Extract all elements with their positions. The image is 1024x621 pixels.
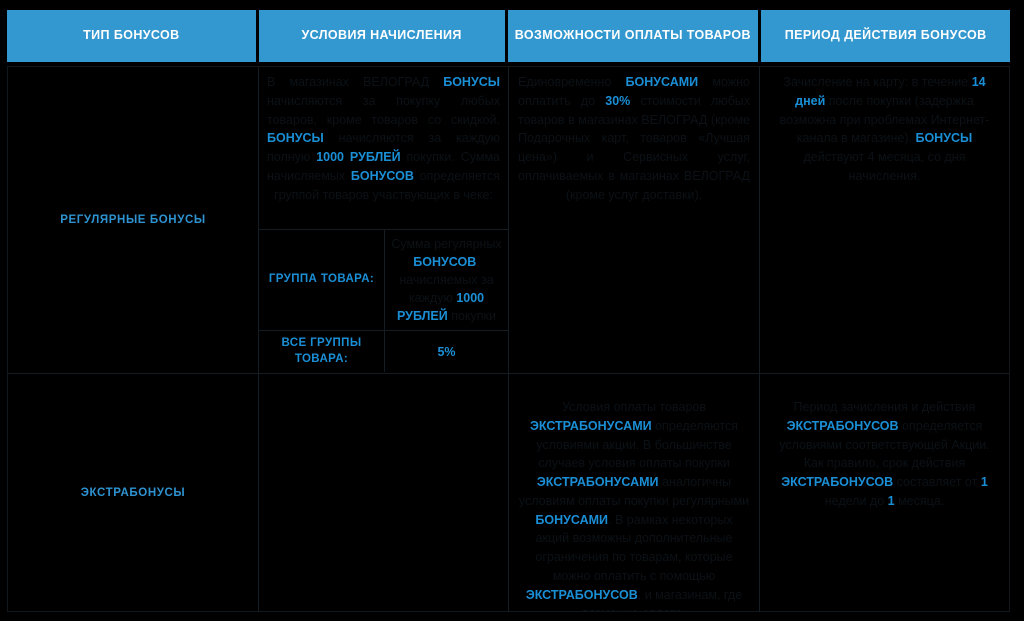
subtable-cell-all-groups-label: ВСЕ ГРУППЫ ТОВАРА: [259, 331, 385, 372]
column-header-accrual-conditions: УСЛОВИЯ НАЧИСЛЕНИЯ [258, 10, 505, 62]
column-header-validity-period: ПЕРИОД ДЕЙСТВИЯ БОНУСОВ [761, 10, 1010, 62]
payment-text-part-1: Единовременно [518, 75, 626, 89]
cell-bonus-type-extra: ЭКСТРАБОНУСЫ [8, 374, 259, 612]
accrual-text-part-5: определяется группой товаров участвующих… [274, 168, 501, 202]
cell-accrual-conditions-extra [259, 374, 509, 612]
accrual-text-part-3: начисляются за каждую полную [267, 131, 500, 164]
table-body: РЕГУЛЯРНЫЕ БОНУСЫ В магазинах ВЕЛОГРАД Б… [7, 66, 1010, 612]
row-label-regular-bonuses: РЕГУЛЯРНЫЕ БОНУСЫ [60, 214, 206, 226]
accrual-subtable: ГРУППА ТОВАРА: Сумма регулярных БОНУСОВ,… [259, 230, 508, 373]
column-header-bonus-type: ТИП БОНУСОВ [7, 10, 256, 62]
period-highlight-14-days: 14 дней [795, 75, 986, 108]
payment-highlight-30-percent: 30% [605, 93, 631, 108]
period-text-part-3: действуют 4 месяца, со дня начисления. [803, 150, 966, 183]
subtable-desc-part-1: Сумма регулярных [391, 236, 502, 251]
payment-extra-highlight-2: ЭКСТРАБОНУСАМИ [536, 475, 659, 489]
period-extra-text-part-4: недели до [824, 493, 888, 508]
accrual-text-part-4: покупки. Сумма начисляемых [267, 150, 500, 183]
payment-extra-text-part-5: , и магазинам, где возможна оплата. [582, 587, 743, 613]
period-extra-highlight-1: ЭКСТРАБОНУСОВ [786, 418, 899, 433]
subtable-data-row: ВСЕ ГРУППЫ ТОВАРА: 5% [259, 331, 508, 372]
period-extra-text-part-1: Период зачисления и действия [793, 400, 976, 414]
subtable-label-all-product-groups: ВСЕ ГРУППЫ ТОВАРА: [281, 336, 362, 365]
subtable-value-bonus-percentage: 5% [437, 344, 456, 359]
period-extra-text-part-2: определяется условиями соответствующей А… [779, 418, 990, 471]
payment-text-part-3: стоимости любых товаров в магазинах ВЕЛО… [518, 93, 751, 202]
period-extra-text-part-5: месяца. [894, 493, 945, 508]
accrual-intro-paragraph: В магазинах ВЕЛОГРАД БОНУСЫ начисляются … [267, 73, 500, 204]
accrual-text-part-2: начисляются за покупку любых товаров, кр… [267, 93, 500, 127]
payment-highlight-bonusami: БОНУСАМИ [625, 75, 699, 89]
payment-extra-text-part-3: аналогичны условиям оплаты покупки регул… [518, 475, 750, 508]
period-extra-highlight-month: 1 [887, 493, 895, 508]
subtable-cell-percentage-value: 5% [385, 331, 508, 372]
payment-text-part-2: можно оплатить до [518, 75, 750, 108]
subtable-cell-bonus-amount-header: Сумма регулярных БОНУСОВ, начисляемых за… [385, 230, 508, 330]
subtable-desc-part-3: покупки [447, 309, 496, 324]
payment-extra-highlight-3: БОНУСАМИ [535, 512, 609, 527]
period-paragraph-extra: Период зачисления и действия ЭКСТРАБОНУС… [769, 398, 1000, 511]
subtable-highlight-1000-rubles: 1000 РУБЛЕЙ [397, 291, 485, 324]
subtable-highlight-bonuses: БОНУСОВ [413, 254, 477, 269]
subtable-desc-part-2: , начисляемых за каждую [399, 254, 494, 306]
period-extra-highlight-2: ЭКСТРАБОНУСОВ [781, 475, 894, 489]
accrual-text-part-1: В магазинах ВЕЛОГРАД [267, 75, 444, 89]
period-highlight-bonuses: БОНУСЫ [915, 131, 973, 146]
subtable-cell-product-group-header: ГРУППА ТОВАРА: [259, 230, 385, 330]
column-header-payment-options: ВОЗМОЖНОСТИ ОПЛАТЫ ТОВАРОВ [507, 10, 759, 62]
accrual-highlight-bonuses-1: БОНУСЫ [443, 75, 500, 89]
subtable-description-bonus-amount: Сумма регулярных БОНУСОВ, начисляемых за… [391, 235, 502, 326]
cell-validity-period-extra: Период зачисления и действия ЭКСТРАБОНУС… [760, 374, 1009, 612]
period-text-part-1: Зачисление на карту: в течение [783, 75, 972, 89]
payment-extra-highlight-4: ЭКСТРАБОНУСОВ [525, 587, 638, 602]
payment-paragraph-regular: Единовременно БОНУСАМИ можно оплатить до… [518, 73, 750, 204]
period-extra-text-part-3: составляет от [893, 475, 981, 489]
period-paragraph-regular: Зачисление на карту: в течение 14 дней п… [769, 73, 1000, 186]
table-row: ЭКСТРАБОНУСЫ Условия оплаты товаров ЭКСТ… [8, 373, 1009, 612]
accrual-highlight-bonuses-2: БОНУСЫ [267, 131, 324, 146]
cell-bonus-type-regular: РЕГУЛЯРНЫЕ БОНУСЫ [8, 67, 259, 373]
cell-validity-period-regular: Зачисление на карту: в течение 14 дней п… [760, 67, 1009, 373]
accrual-intro-text: В магазинах ВЕЛОГРАД БОНУСЫ начисляются … [259, 67, 508, 230]
period-extra-highlight-week: 1 [980, 475, 988, 489]
cell-payment-options-extra: Условия оплаты товаров ЭКСТРАБОНУСАМИ оп… [509, 374, 760, 612]
cell-accrual-conditions-regular: В магазинах ВЕЛОГРАД БОНУСЫ начисляются … [259, 67, 509, 373]
subtable-label-product-group: ГРУППА ТОВАРА: [268, 273, 375, 286]
accrual-highlight-bonuses-3: БОНУСОВ [350, 168, 414, 183]
payment-extra-text-part-1: Условия оплаты товаров [561, 400, 706, 414]
accrual-highlight-1000-rubles: 1000 РУБЛЕЙ [316, 150, 401, 164]
table-header-row: ТИП БОНУСОВ УСЛОВИЯ НАЧИСЛЕНИЯ ВОЗМОЖНОС… [7, 10, 1010, 62]
row-label-extra-bonuses: ЭКСТРАБОНУСЫ [80, 487, 186, 499]
payment-paragraph-extra: Условия оплаты товаров ЭКСТРАБОНУСАМИ оп… [518, 398, 750, 612]
table-row: РЕГУЛЯРНЫЕ БОНУСЫ В магазинах ВЕЛОГРАД Б… [8, 67, 1009, 373]
period-text-part-2: после покупки (задержка возможна при про… [779, 93, 990, 146]
payment-extra-text-part-2: определяются условиями акции. В большинс… [536, 418, 739, 471]
payment-extra-text-part-4: . В рамках некоторых акций возможны допо… [535, 512, 733, 583]
subtable-header-row: ГРУППА ТОВАРА: Сумма регулярных БОНУСОВ,… [259, 230, 508, 331]
payment-extra-highlight-1: ЭКСТРАБОНУСАМИ [529, 418, 652, 433]
cell-payment-options-regular: Единовременно БОНУСАМИ можно оплатить до… [509, 67, 760, 373]
